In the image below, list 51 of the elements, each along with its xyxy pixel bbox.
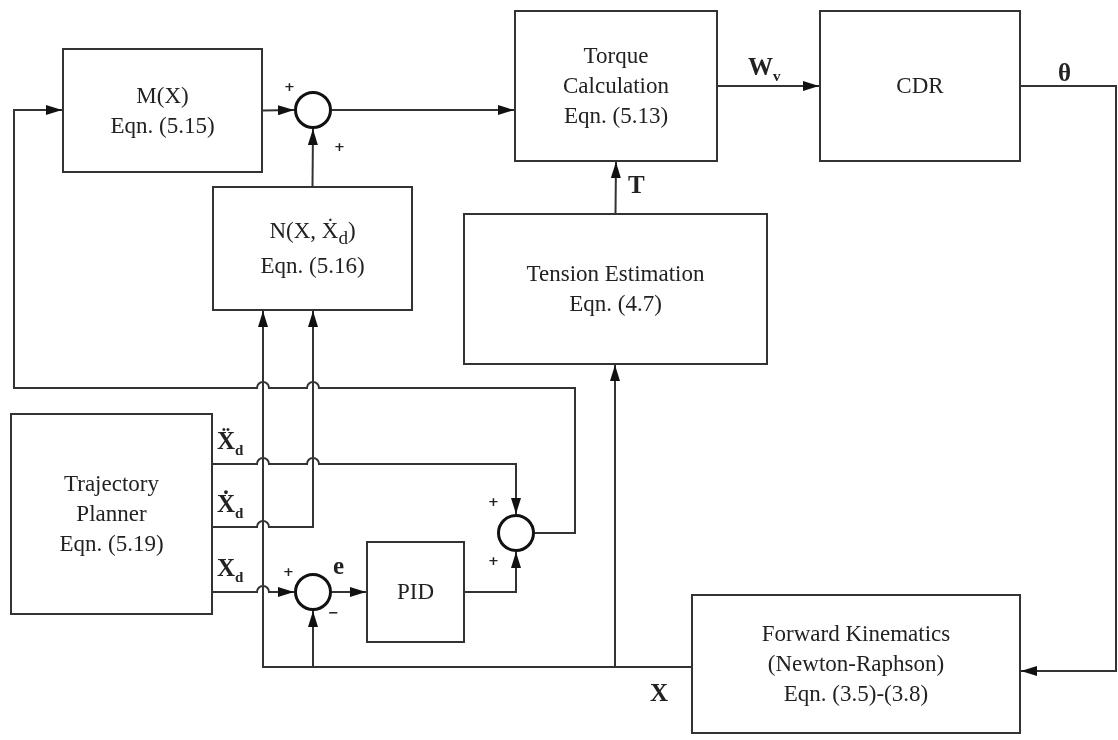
signal-arrow — [13, 105, 576, 534]
block-box — [691, 594, 1021, 734]
block-label: M(X) — [136, 81, 189, 110]
block-label: N(X, Ẋ$_{d}$) — [269, 217, 356, 250]
block-box — [819, 10, 1021, 162]
block-label: Trajectory Planner — [63, 470, 160, 529]
summing-junction — [497, 514, 535, 552]
signal-arrow — [1020, 85, 1117, 676]
block-label: Eqn. (4.7) — [569, 290, 662, 318]
sign-label: + — [284, 80, 295, 93]
block-box — [10, 413, 213, 615]
signal-arrow — [717, 81, 820, 91]
signal-arrow — [610, 161, 621, 214]
block-box — [366, 541, 465, 643]
sign-label: − — [328, 606, 339, 619]
block-label: PID — [396, 578, 435, 607]
block-box — [62, 48, 263, 173]
block-label: Eqn. (5.16) — [260, 251, 365, 280]
signal-arrow — [331, 105, 515, 115]
summing-junction — [294, 573, 332, 611]
signal-label: X — [650, 680, 669, 705]
signal-label: θ — [1058, 60, 1072, 85]
signal-arrow — [331, 587, 367, 597]
block-label: Forward Kinematics (Newton-Raphson) — [760, 620, 952, 679]
signal-arrow — [212, 310, 318, 528]
sign-label: + — [488, 554, 499, 567]
block-label: Torque Calculation — [562, 42, 670, 101]
sign-label: + — [334, 140, 345, 153]
block-box — [514, 10, 718, 162]
block-box — [212, 186, 413, 311]
signal-label: e — [333, 553, 345, 578]
signal-arrow — [262, 105, 295, 116]
signal-arrow — [307, 128, 318, 187]
signal-label: T — [628, 172, 645, 197]
block-label: CDR — [896, 72, 944, 101]
signal-label: Ẋ$_{d}$ — [217, 491, 244, 521]
block-label: Eqn. (5.19) — [59, 529, 164, 558]
signal-arrow — [212, 585, 295, 597]
signal-arrow — [212, 457, 521, 515]
block-label: Eqn. (5.15) — [110, 111, 215, 140]
block-label: Eqn. (5.13) — [563, 101, 669, 130]
signal-label: W$_{v}$ — [748, 54, 781, 84]
signal-label: X$_{d}$ — [217, 555, 244, 585]
block-box — [463, 213, 768, 365]
signal-label: Ẍ$_{d}$ — [217, 428, 244, 458]
block-label: Tension Estimation — [526, 260, 705, 289]
signal-arrow — [464, 551, 521, 593]
summing-junction — [294, 91, 332, 129]
sign-label: + — [283, 565, 294, 578]
block-label: Eqn. (3.5)-(3.8) — [783, 679, 929, 708]
sign-label: + — [488, 495, 499, 508]
